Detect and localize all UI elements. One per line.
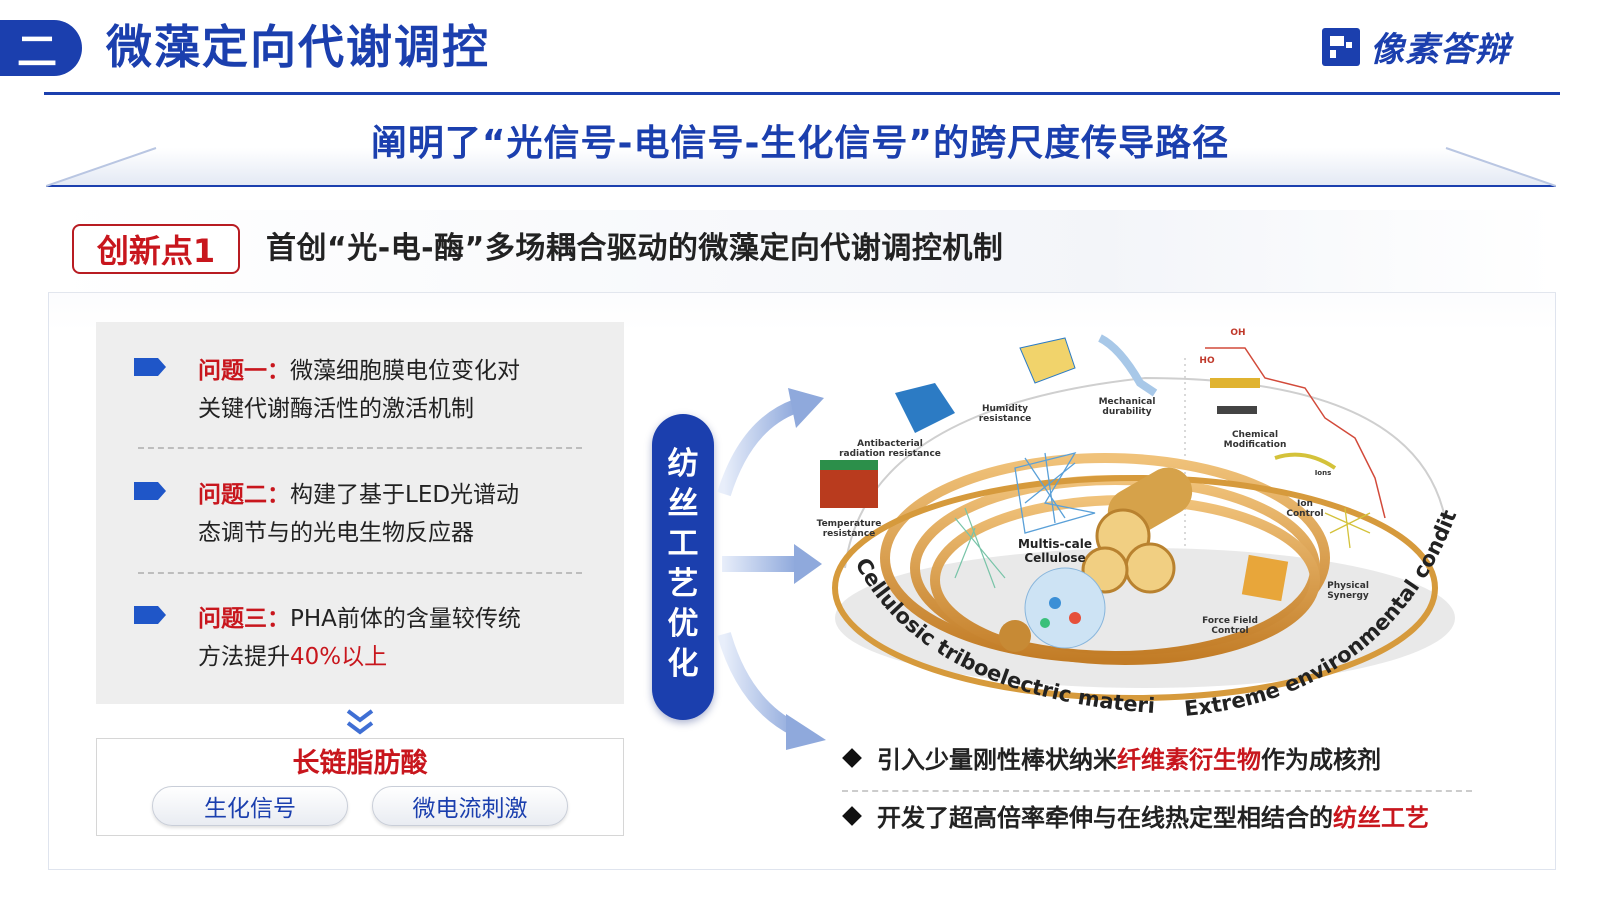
arrow-down-right-icon: [717, 632, 826, 750]
diamond-bullet-icon: [842, 748, 862, 768]
problem-item-1: 问题一：微藻细胞膜电位变化对 关键代谢酶活性的激活机制: [134, 352, 614, 432]
problem-line2: 方法提升: [198, 644, 290, 670]
section-number: 二: [17, 29, 57, 75]
process-char: 丝: [667, 486, 699, 522]
section-number-badge: 二: [0, 20, 82, 76]
problem-label: 问题三：: [198, 606, 290, 632]
fig-label-ion-control-2: Control: [1286, 509, 1323, 519]
arrow-marker-icon: [134, 482, 166, 500]
process-char: 工: [667, 526, 699, 562]
page-title: 微藻定向代谢调控: [106, 20, 490, 74]
problem-line1: 微藻细胞膜电位变化对: [290, 358, 520, 384]
double-chevron-down-icon: [346, 709, 374, 735]
fig-label-ions: Ions: [1315, 469, 1332, 477]
process-char: 化: [667, 646, 699, 682]
problem-line2: 态调节与的光电生物反应器: [198, 520, 474, 546]
fig-label-antibacterial-2: radiation resistance: [839, 449, 941, 459]
fig-label-oh: OH: [1230, 328, 1245, 338]
fig-label-humidity: Humidity: [982, 404, 1028, 414]
problem-label: 问题一：: [198, 358, 290, 384]
flow-arrows: [717, 388, 826, 750]
problem-divider: [138, 572, 582, 574]
bullet-highlight: 纺丝工艺: [1333, 804, 1429, 832]
bullet-text: 开发了超高倍率牵伸与在线热定型相结合的: [877, 804, 1333, 832]
result-title: 长链脂肪酸: [292, 748, 428, 779]
problem-line1: 构建了基于LED光谱动: [290, 482, 520, 508]
innovation-bar: [48, 210, 1556, 293]
arrow-marker-icon: [134, 606, 166, 624]
subtitle-ribbon: [46, 147, 1556, 187]
bullet-divider: [842, 790, 1472, 792]
logo-mark-icon: [1322, 27, 1360, 66]
problem-highlight: 40%以上: [290, 644, 388, 670]
process-pill: [652, 414, 714, 720]
fig-label-mechanical-2: durability: [1102, 407, 1151, 417]
logo-text: 像素答辩: [1370, 30, 1510, 70]
fig-label-physical-2: Synergy: [1327, 591, 1369, 601]
problem-line1: PHA前体的含量较传统: [290, 606, 521, 632]
signal-pill-microcurrent: 微电流刺激: [372, 786, 568, 826]
bullet-item-2: 开发了超高倍率牵伸与在线热定型相结合的纺丝工艺: [842, 800, 1429, 836]
brand-logo: 像素答辩: [1320, 22, 1510, 71]
fig-label-humidity-2: resistance: [979, 414, 1032, 424]
problem-label: 问题二：: [198, 482, 290, 508]
fig-label-antibacterial: Antibacterial: [857, 439, 923, 449]
fig-label-force-field-2: Control: [1211, 626, 1248, 636]
fig-label-temperature: Temperature: [817, 519, 882, 529]
bullet-highlight: 纤维素衍生物: [1117, 746, 1261, 774]
problems-box: [96, 322, 624, 704]
bullet-item-1: 引入少量刚性棒状纳米纤维素衍生物作为成核剂: [842, 742, 1381, 778]
fig-label-multiscale-2: Cellulose: [1024, 551, 1085, 565]
fig-label-chemical: Chemical: [1232, 430, 1278, 440]
subtitle: 阐明了“光信号-电信号-生化信号”的跨尺度传导路径: [370, 123, 1230, 164]
arrow-marker-icon: [134, 358, 166, 376]
fig-label-force-field: Force Field: [1202, 616, 1258, 626]
cellulose-illustration: Humidity resistance Mechanical durabilit…: [805, 318, 1461, 721]
signal-pill-biochemical: 生化信号: [152, 786, 348, 826]
innovation-text: 首创“光-电-酶”多场耦合驱动的微藻定向代谢调控机制: [266, 231, 1004, 266]
arrow-up-right-icon: [717, 388, 824, 497]
arrow-right-icon: [722, 544, 822, 584]
process-char: 优: [667, 606, 699, 642]
fig-label-ion-control: Ion: [1297, 499, 1313, 509]
fig-label-temperature-2: resistance: [823, 529, 876, 539]
problem-line2: 关键代谢酶活性的激活机制: [198, 396, 474, 422]
problem-item-3: 问题三：PHA前体的含量较传统 方法提升40%以上: [134, 600, 614, 680]
process-char: 纺: [667, 446, 699, 482]
bullet-text: 引入少量刚性棒状纳米: [877, 746, 1117, 774]
fig-label-multiscale: Multis-cale: [1018, 537, 1092, 551]
fig-label-mechanical: Mechanical: [1099, 397, 1156, 407]
process-char: 艺: [667, 566, 699, 602]
diamond-bullet-icon: [842, 806, 862, 826]
fig-label-physical: Physical: [1327, 581, 1369, 591]
bullet-text-end: 作为成核剂: [1261, 746, 1381, 774]
fig-label-ho: HO: [1199, 356, 1215, 366]
fig-label-chemical-2: Modification: [1224, 440, 1287, 450]
header-divider: [44, 92, 1560, 95]
problem-divider: [138, 447, 582, 449]
innovation-tag: 创新点1: [72, 224, 240, 274]
problem-item-2: 问题二：构建了基于LED光谱动 态调节与的光电生物反应器: [134, 476, 614, 556]
